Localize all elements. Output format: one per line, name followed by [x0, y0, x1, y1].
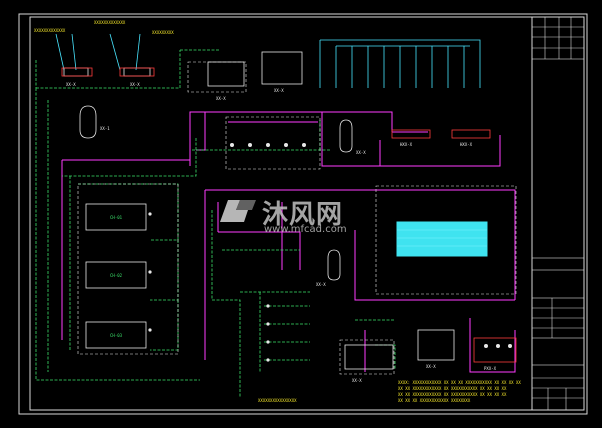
label-bottom-caption: XXXXXXXXXXXXXXXX	[258, 398, 297, 403]
label-pump-left: XX-1	[100, 126, 110, 131]
label-top-right-group-1: HXX-X	[400, 142, 413, 147]
label-chiller-2: CH-02	[110, 273, 123, 278]
label-bottom-right-unit-1: XX-X	[352, 378, 362, 383]
watermark-logo-icon	[220, 200, 256, 222]
label-top-left-note-2: XXXXXXXXXXXXX	[94, 20, 126, 25]
label-mid-center-tank: XX-X	[356, 150, 366, 155]
label-tank-mid: XX-X	[216, 96, 226, 101]
watermark-text: 沐风网	[262, 200, 344, 230]
label-top-left-note-1: XXXXXXXXXXXXX	[34, 28, 66, 33]
notes-line-2: XX XX XXXXXXXXXXXX XX XXXXXXXXXXX XX XX …	[398, 386, 507, 391]
pipes-magenta	[61, 111, 516, 373]
equipment	[63, 51, 455, 370]
notes-line-4: XX XX XX XXXXXXXXXXXX XXXXXXXX	[398, 398, 471, 403]
label-chiller-3: CH-03	[110, 333, 123, 338]
label-unit-top-center: XX-X	[274, 88, 284, 93]
label-bottom-right-unit-3: PXX-X	[484, 366, 497, 371]
notes-line-3: XX XX XXXXXXXXXXXX XX XXXXXXXXXXX XX XX …	[398, 392, 507, 397]
pipes-cyan	[55, 33, 481, 88]
title-block	[531, 16, 585, 411]
label-bottom-right-unit-2: XX-X	[426, 364, 436, 369]
label-bottom-center-tank: XX-X	[316, 282, 326, 287]
dashed-boxes	[77, 61, 395, 375]
watermark-url: www.mfcad.com	[264, 224, 347, 235]
label-top-left-note-3: XXXXXXXXX	[152, 30, 174, 35]
label-chiller-1: CH-01	[110, 215, 123, 220]
red-units	[61, 67, 517, 363]
drawing-frame	[18, 13, 588, 415]
label-top-right-group-2: HXX-X	[460, 142, 473, 147]
notes-line-1: XXXX: XXXXXXXXXXXX XX XX XX XXXXXXXXXXX …	[398, 380, 521, 385]
valve-symbols	[148, 143, 512, 362]
label-top-left-unit-2: XX-X	[130, 82, 140, 87]
cooling-tower	[375, 185, 517, 295]
label-top-left-unit-1: XX-X	[66, 82, 76, 87]
